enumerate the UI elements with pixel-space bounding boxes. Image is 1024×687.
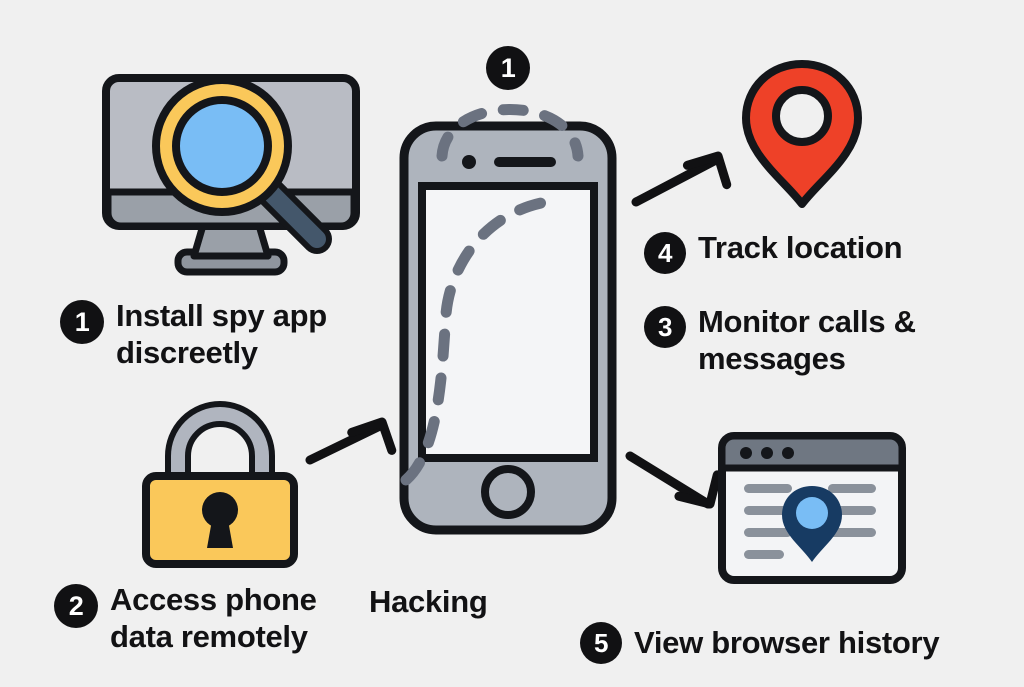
browser-dot-1-icon (740, 447, 752, 459)
browser-window-icon (716, 430, 908, 586)
step-2-badge: 2 (54, 584, 98, 628)
step-3-badge: 3 (644, 306, 686, 348)
location-pin-icon (740, 58, 864, 210)
step-5[interactable]: 5 View browser history (580, 622, 1000, 664)
home-button-icon (481, 465, 535, 519)
arrow-down-right-icon (625, 446, 722, 514)
phone-badge-1: 1 (486, 46, 530, 90)
browser-dot-3-icon (782, 447, 794, 459)
camera-dot-icon (462, 155, 476, 169)
step-4-label: Track location (698, 230, 903, 265)
padlock-icon (136, 398, 304, 570)
magnifier-handle-icon (253, 175, 332, 254)
step-1-label: Install spy app discreetly (116, 298, 327, 370)
step-2[interactable]: 2 Access phone data remotely (54, 582, 374, 655)
monitor-magnifier-icon (100, 72, 362, 278)
step-4-badge: 4 (644, 232, 686, 274)
step-1-badge: 1 (60, 300, 104, 344)
step-4[interactable]: 4 Track location (644, 230, 984, 274)
step-2-label: Access phone data remotely (110, 582, 317, 654)
dashed-signal-path-icon (400, 196, 552, 486)
center-label-hacking: Hacking (369, 584, 488, 619)
step-5-label: View browser history (634, 624, 940, 660)
step-1[interactable]: 1 Install spy app discreetly (60, 298, 390, 371)
step-5-badge: 5 (580, 622, 622, 664)
phone-signal-arc (430, 68, 590, 162)
arrow-right-icon (305, 408, 397, 468)
keyhole-icon (202, 492, 238, 548)
browser-dot-2-icon (761, 447, 773, 459)
speaker-slot-icon (494, 157, 556, 167)
smartphone-icon (396, 118, 620, 538)
arrow-up-right-icon (631, 146, 732, 208)
browser-location-pin-icon (782, 486, 842, 562)
step-3[interactable]: 3 Monitor calls & messages (644, 304, 964, 377)
step-3-label: Monitor calls & messages (698, 304, 916, 376)
magnifier-icon (152, 76, 292, 216)
